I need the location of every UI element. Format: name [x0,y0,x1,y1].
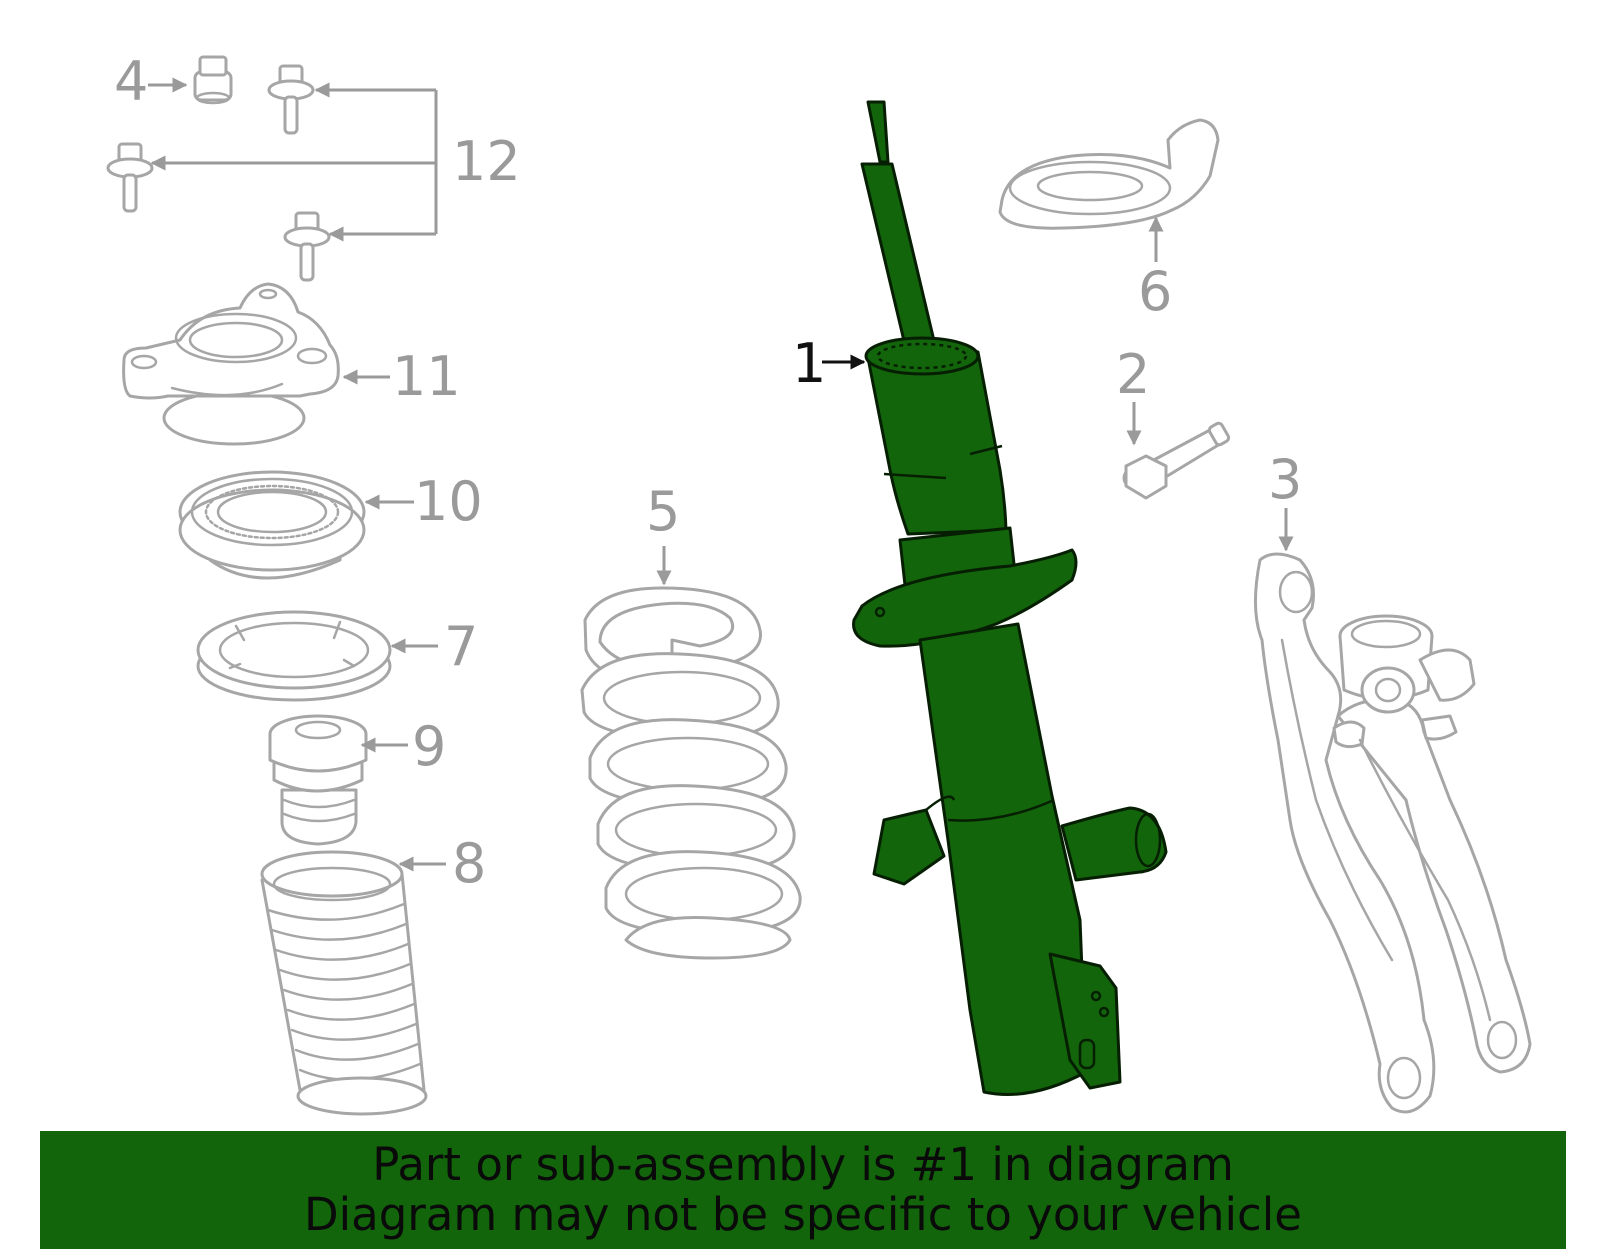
part-12-bolt-bottom [283,211,331,282]
callout-10: 10 [414,470,483,533]
part-12-bolt-top [267,64,315,135]
part-10-bearing [178,470,366,580]
part-2-bolt [1122,421,1231,500]
callout-7: 7 [444,615,478,678]
callout-3: 3 [1268,448,1302,511]
callout-1: 1 [792,332,826,395]
part-5-coil-spring [580,586,802,960]
banner-line-1: Part or sub-assembly is #1 in diagram [372,1138,1234,1191]
callout-11: 11 [392,345,461,408]
callout-2: 2 [1116,343,1150,406]
part-8-dust-boot [260,850,428,1116]
callout-4: 4 [114,50,148,113]
part-6-insulator [998,118,1220,230]
callout-5: 5 [646,480,680,543]
part-7-spring-seat [196,610,392,702]
callout-8: 8 [452,832,486,895]
leader-lines [148,77,1294,872]
part-3-steering-knuckle [1254,552,1532,1114]
part-1-strut-assembly [852,100,1168,1096]
callout-9: 9 [412,715,446,778]
part-11-strut-mount [122,282,340,446]
part-4-nut [193,55,233,105]
part-12-bolt-left [106,142,154,213]
banner-line-2: Diagram may not be specific to your vehi… [304,1188,1302,1241]
part-9-bump-stop [268,714,368,846]
callout-6: 6 [1138,260,1172,323]
info-banner: Part or sub-assembly is #1 in diagram Di… [40,1131,1566,1249]
callout-12: 12 [452,130,521,193]
